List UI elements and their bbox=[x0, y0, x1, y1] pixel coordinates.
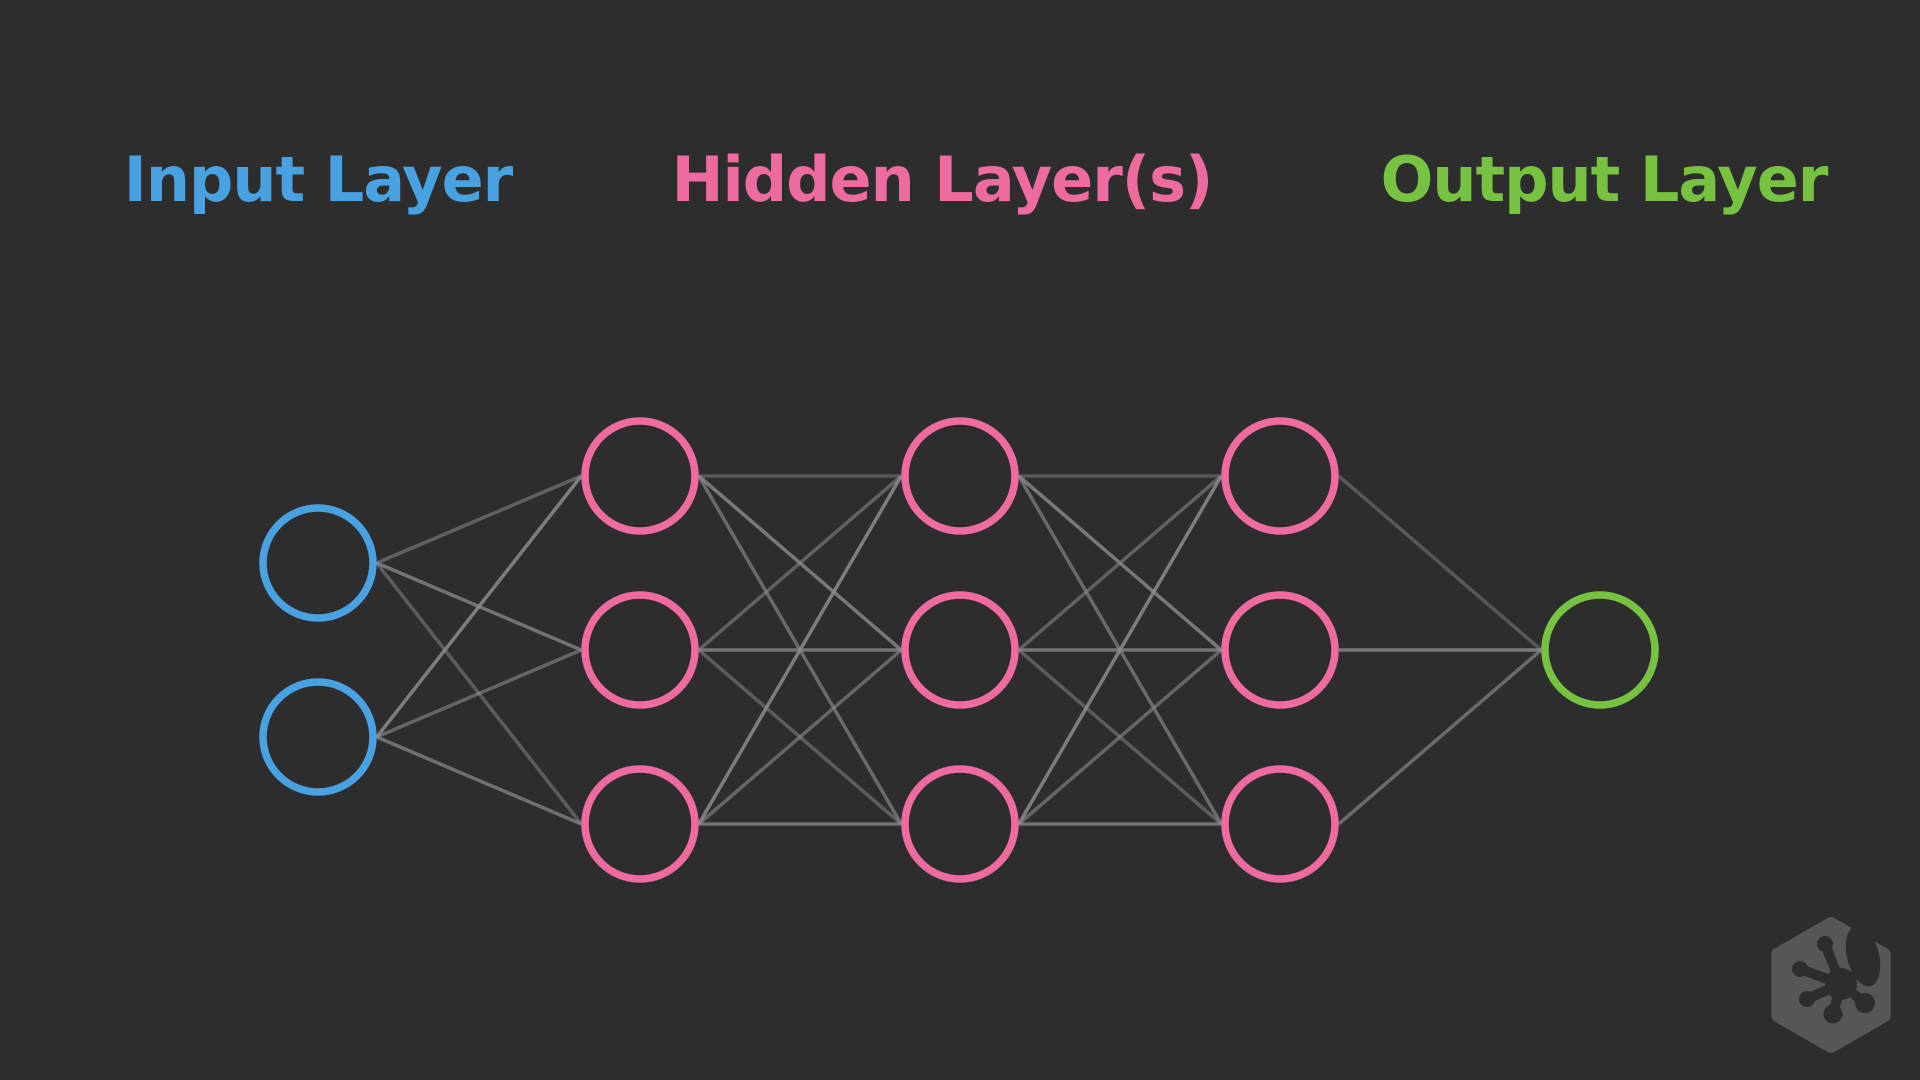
hidden-3-node bbox=[1221, 591, 1339, 709]
hidden-2-node bbox=[901, 765, 1019, 883]
network-edges bbox=[375, 474, 1543, 826]
network-edge bbox=[1017, 474, 1223, 652]
hidden-1-node bbox=[581, 591, 699, 709]
output-node bbox=[1541, 591, 1659, 709]
treehouse-logo-icon bbox=[1771, 917, 1891, 1053]
hidden-3-node bbox=[1221, 417, 1339, 535]
logo-branch-cutout bbox=[1792, 925, 1881, 1024]
input-layer-heading: Input Layer bbox=[123, 143, 513, 216]
network-edge bbox=[1017, 475, 1223, 825]
hidden-2-node bbox=[901, 591, 1019, 709]
input-node bbox=[259, 678, 377, 796]
network-edge bbox=[1337, 474, 1543, 652]
network-edge bbox=[697, 474, 903, 652]
network-edge bbox=[376, 648, 582, 739]
network-edge bbox=[375, 474, 583, 739]
input-node bbox=[259, 504, 377, 622]
hidden-1-node bbox=[581, 765, 699, 883]
network-edge bbox=[697, 648, 903, 826]
hidden-1-node bbox=[581, 417, 699, 535]
hidden-layer-heading: Hidden Layer(s) bbox=[671, 143, 1214, 216]
hidden-2-node bbox=[901, 417, 1019, 535]
network-edge bbox=[1017, 648, 1223, 826]
network-edge bbox=[1337, 648, 1543, 826]
output-layer-heading: Output Layer bbox=[1380, 143, 1829, 216]
network-edge bbox=[376, 735, 582, 826]
hidden-3-node bbox=[1221, 765, 1339, 883]
network-nodes bbox=[259, 417, 1659, 883]
network-edge bbox=[376, 474, 582, 565]
network-edge bbox=[697, 475, 903, 825]
